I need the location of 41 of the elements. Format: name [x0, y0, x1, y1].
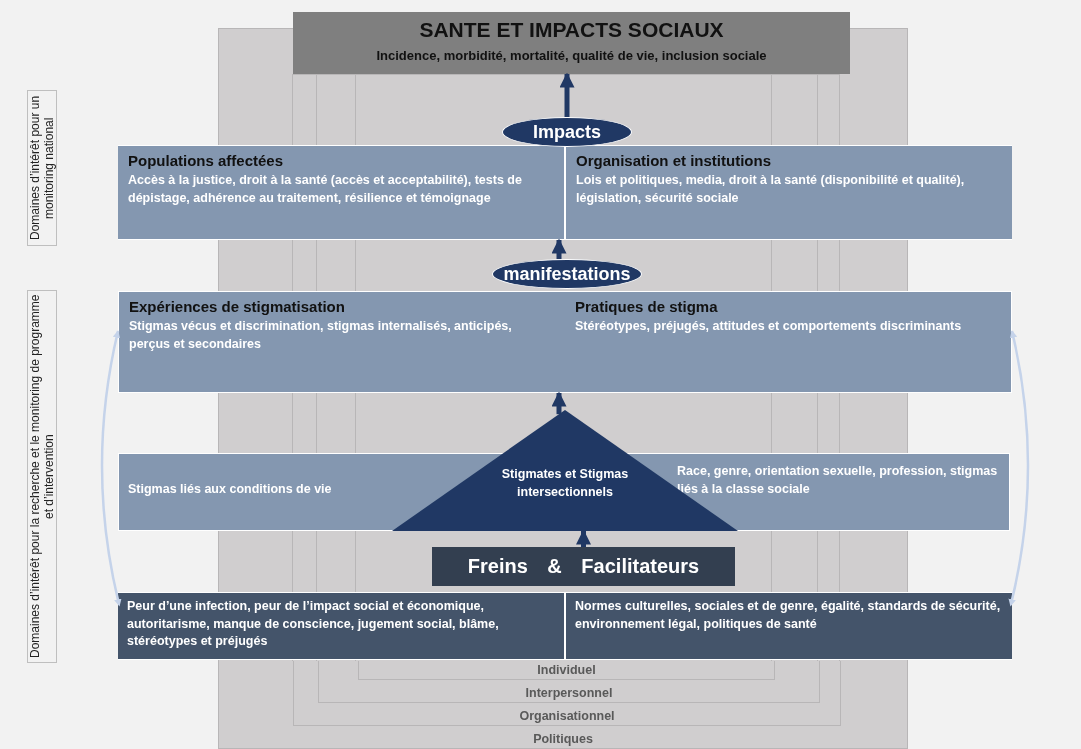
box-text: Accès à la justice, droit à la santé (accès et acceptabilité), tests de dépistage, adhérence au traitement, résilience et témoignage: [128, 172, 523, 207]
level-label: Politiques: [532, 732, 594, 746]
ellipse-label: manifestations: [503, 263, 631, 285]
level-label: Individuel: [536, 663, 597, 677]
header-box: [293, 12, 850, 74]
ellipse-label: Impacts: [533, 121, 601, 143]
arrow: [551, 391, 567, 415]
box-text: Normes culturelles, sociales et de genre, égalité, standards de sécurité, environnement légal, politiques de santé: [575, 598, 1002, 633]
level-frame: [218, 661, 908, 749]
box-heading: Populations affectées: [128, 152, 285, 169]
box-text: Lois et politiques, media, droit à la santé (disponibilité et qualité), législation, sécurité sociale: [576, 172, 966, 207]
arrow: [576, 529, 591, 547]
box-text: Peur d’une infection, peur de l’impact social et économique, autoritarisme, manque de conscience, jugement social, blâme, stéréotypes et préjugés: [127, 598, 500, 650]
level-frame: [318, 661, 820, 703]
level-label: Organisationnel: [518, 709, 616, 723]
box-text: Stéréotypes, préjugés, attitudes et comportements discriminants: [575, 318, 963, 335]
header-subtitle: Incidence, morbidité, mortalité, qualité de vie, inclusion sociale: [375, 48, 768, 63]
triangle-text: Stigmates et Stigmas intersectionnels: [500, 466, 630, 501]
header-title: SANTE ET IMPACTS SOCIAUX: [418, 18, 725, 42]
arrow: [1008, 330, 1030, 607]
info-box: [118, 592, 565, 660]
band-text: Stigmas liés aux conditions de vie: [128, 481, 332, 498]
level-label: Interpersonnel: [524, 686, 614, 700]
arrow: [551, 238, 567, 259]
box-text: Stigmas vécus et discrimination, stigmas internalisés, anticipés, perçus et secondaires: [129, 318, 513, 353]
box-heading: Organisation et institutions: [576, 152, 772, 169]
info-box: [565, 291, 1012, 393]
box-heading: Expériences de stigmatisation: [129, 298, 346, 315]
side-label: Domaines d’intérêt pour un monitoring national: [28, 94, 56, 242]
info-box: [565, 592, 1012, 660]
level-frame: [358, 661, 775, 680]
arrow: [559, 72, 575, 117]
info-box: [565, 145, 1012, 240]
info-box: [118, 291, 565, 393]
box-heading: Pratiques de stigma: [575, 298, 719, 315]
title-text: Freins & Facilitateurs: [467, 555, 700, 578]
title-box: [432, 547, 735, 586]
side-label: Domaines d’intérêt pour la recherche et le monitoring de programme et d’intervention: [28, 294, 56, 659]
info-box: [118, 145, 565, 240]
arrow: [100, 330, 122, 607]
level-frame: [293, 661, 841, 726]
